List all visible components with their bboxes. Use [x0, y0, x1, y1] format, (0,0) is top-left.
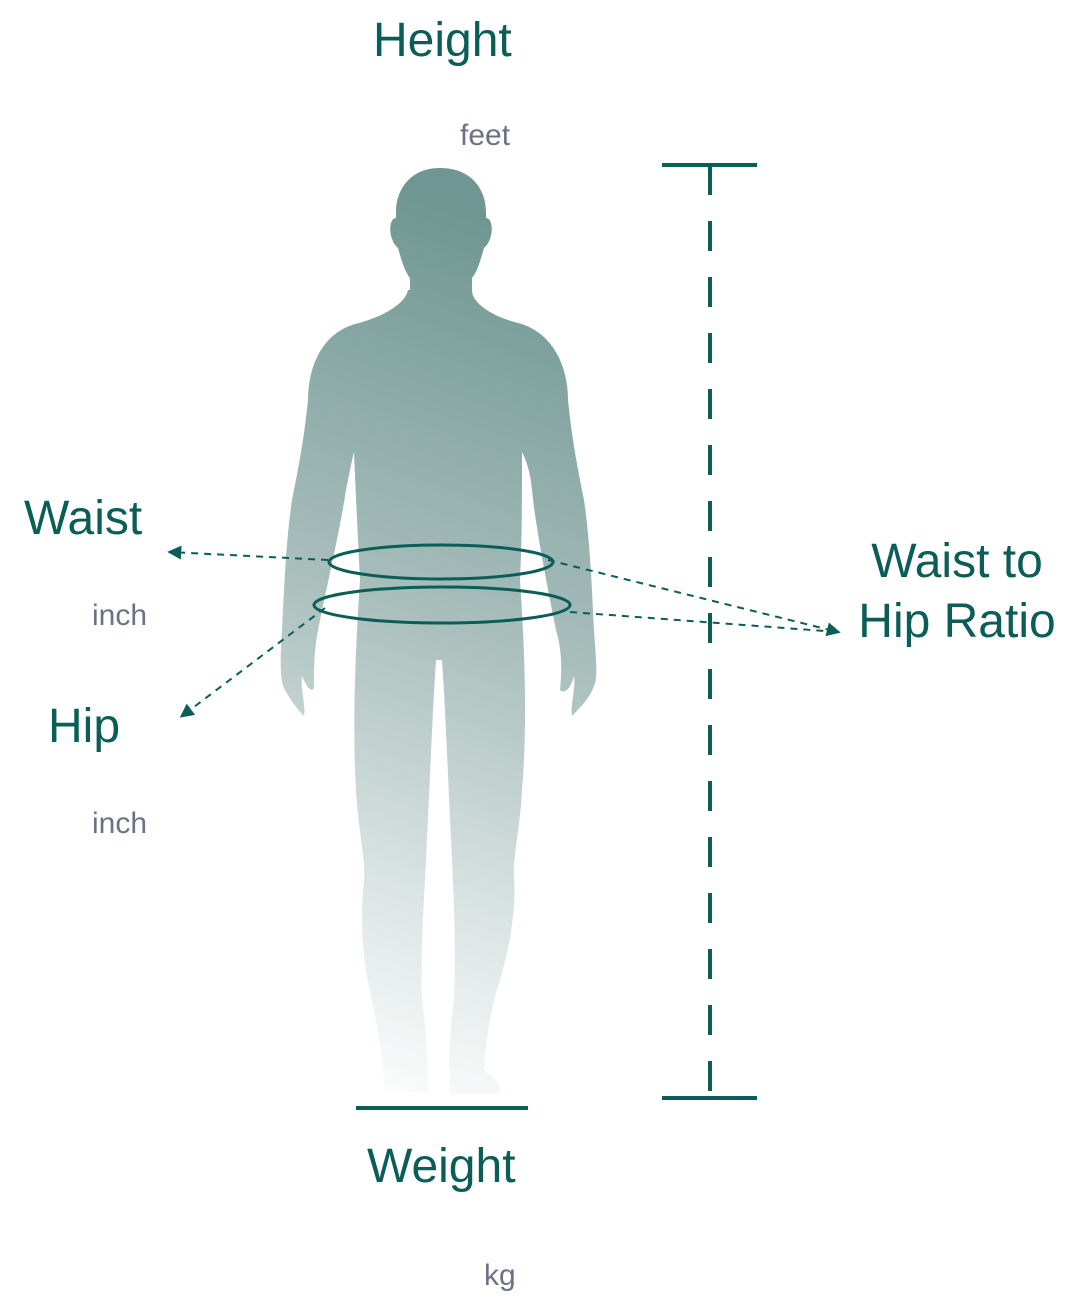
ratio-pointer-line-hip — [569, 611, 839, 633]
height-unit: feet — [460, 119, 511, 152]
waist-pointer-line — [167, 545, 329, 561]
hip-unit: inch — [92, 807, 148, 840]
weight-unit: kg — [484, 1259, 516, 1292]
waist-unit: inch — [92, 599, 148, 632]
height-label: Height — [373, 14, 512, 67]
hip-ring — [312, 585, 572, 625]
height-ruler-icon — [662, 163, 757, 1100]
weight-label: Weight — [367, 1140, 516, 1193]
hip-label: Hip — [48, 700, 121, 753]
ratio-label-line1: Waist to — [871, 535, 1043, 588]
human-body-silhouette-icon — [280, 168, 597, 1094]
waist-to-hip-ratio-label: Waist to Hip Ratio — [842, 532, 1072, 652]
hip-pointer-line — [179, 607, 326, 718]
ratio-pointer-line-waist — [547, 559, 841, 637]
waist-label: Waist — [24, 492, 143, 545]
ratio-label-line2: Hip Ratio — [858, 595, 1056, 648]
